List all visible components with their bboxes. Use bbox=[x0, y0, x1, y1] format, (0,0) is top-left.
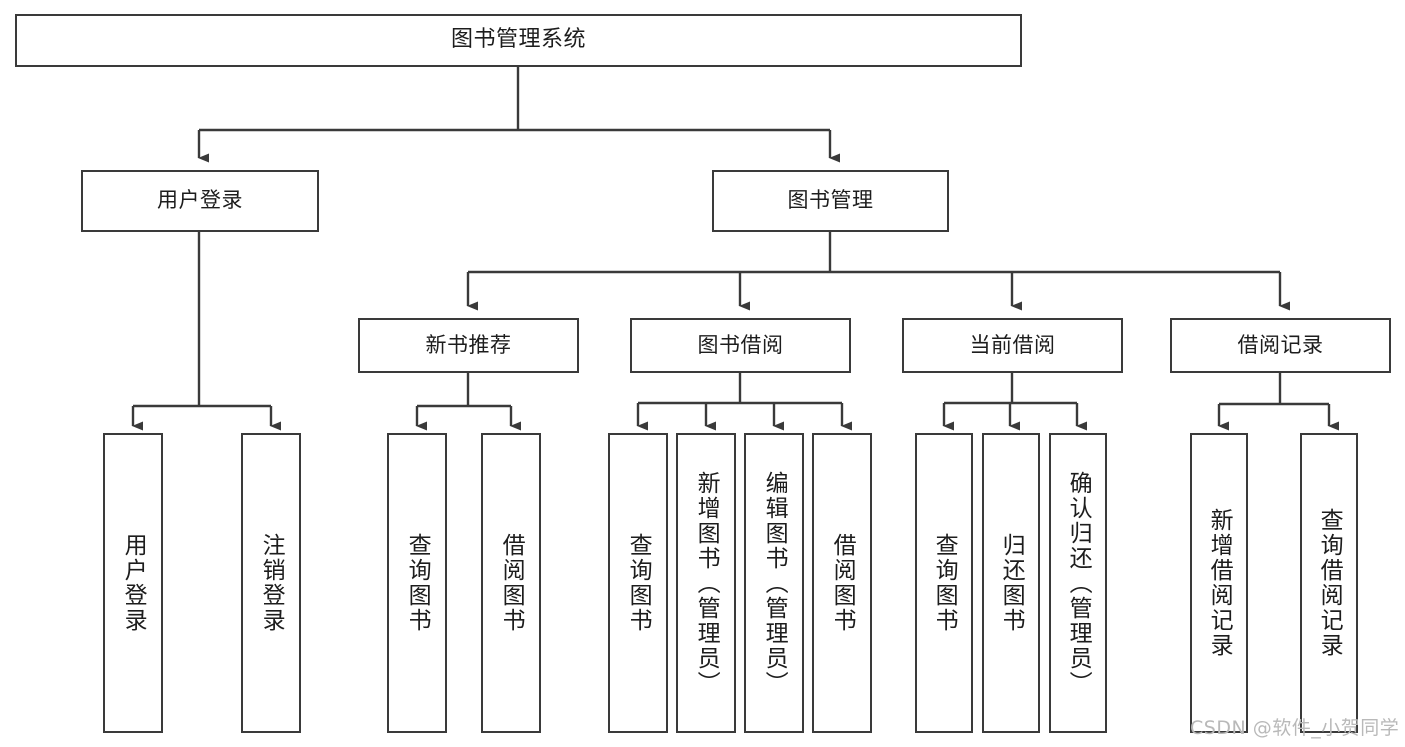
node-leaf-query-borrow-record[interactable]: 查询借阅记录 bbox=[1300, 433, 1358, 733]
node-leaf-borrow-query-books[interactable]: 查询图书 bbox=[608, 433, 668, 733]
node-book-manage[interactable]: 图书管理 bbox=[712, 170, 949, 232]
node-label: 当前借阅 bbox=[969, 332, 1056, 357]
node-leaf-edit-book-admin[interactable]: 编辑图书（管理员） bbox=[744, 433, 804, 733]
node-label: 查询图书 bbox=[625, 533, 652, 633]
node-leaf-confirm-return-admin[interactable]: 确认归还（管理员） bbox=[1049, 433, 1107, 733]
node-leaf-add-borrow-record[interactable]: 新增借阅记录 bbox=[1190, 433, 1248, 733]
node-label: 借阅图书 bbox=[829, 533, 856, 633]
node-label: 图书管理 bbox=[787, 188, 874, 213]
node-label: 注销登录 bbox=[258, 533, 285, 633]
node-leaf-borrow-books[interactable]: 借阅图书 bbox=[812, 433, 872, 733]
node-borrow-record[interactable]: 借阅记录 bbox=[1170, 318, 1391, 373]
node-leaf-return-books[interactable]: 归还图书 bbox=[982, 433, 1040, 733]
node-label: 归还图书 bbox=[998, 533, 1025, 633]
node-label: 用户登录 bbox=[157, 188, 243, 213]
node-label: 用户登录 bbox=[120, 533, 147, 633]
node-label: 借阅记录 bbox=[1237, 332, 1324, 357]
node-label: 查询图书 bbox=[404, 533, 431, 633]
node-label: 新书推荐 bbox=[425, 332, 512, 357]
node-label: 查询图书 bbox=[931, 533, 958, 633]
node-label: 新增图书（管理员） bbox=[693, 470, 720, 696]
node-leaf-add-book-admin[interactable]: 新增图书（管理员） bbox=[676, 433, 736, 733]
node-new-book-recommend[interactable]: 新书推荐 bbox=[358, 318, 579, 373]
node-leaf-newbook-query-books[interactable]: 查询图书 bbox=[387, 433, 447, 733]
node-leaf-newbook-borrow-books[interactable]: 借阅图书 bbox=[481, 433, 541, 733]
node-label: 借阅图书 bbox=[498, 533, 525, 633]
watermark-text: CSDN @软件_小贺同学 bbox=[1190, 717, 1400, 739]
node-label: 确认归还（管理员） bbox=[1065, 470, 1092, 696]
node-label: 编辑图书（管理员） bbox=[761, 470, 788, 696]
node-book-borrow[interactable]: 图书借阅 bbox=[630, 318, 851, 373]
node-leaf-user-login[interactable]: 用户登录 bbox=[103, 433, 163, 733]
node-user-login[interactable]: 用户登录 bbox=[81, 170, 319, 232]
node-current-borrow[interactable]: 当前借阅 bbox=[902, 318, 1123, 373]
node-root-system[interactable]: 图书管理系统 bbox=[15, 14, 1022, 67]
node-leaf-current-query-books[interactable]: 查询图书 bbox=[915, 433, 973, 733]
node-label: 查询借阅记录 bbox=[1316, 508, 1343, 658]
node-label: 图书借阅 bbox=[697, 332, 784, 357]
node-leaf-logout[interactable]: 注销登录 bbox=[241, 433, 301, 733]
node-label: 新增借阅记录 bbox=[1206, 508, 1233, 658]
node-label: 图书管理系统 bbox=[450, 27, 586, 53]
